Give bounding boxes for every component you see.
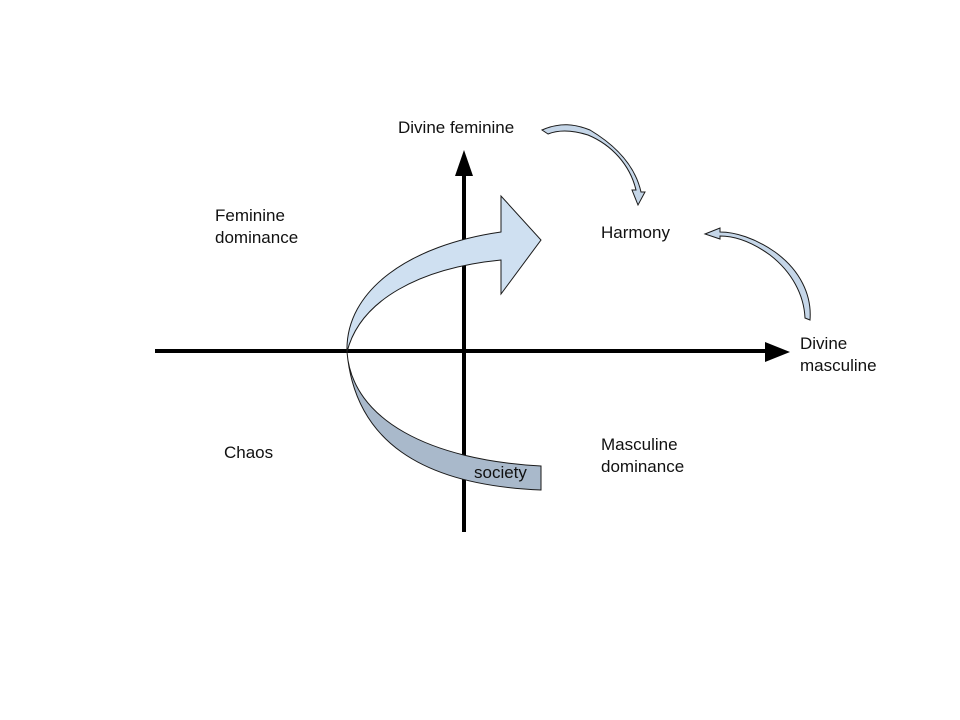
masculine-to-harmony-arrow: [703, 227, 811, 321]
divine-masculine-label: Divine masculine: [800, 334, 877, 375]
vertical-axis-arrowhead: [455, 150, 473, 176]
chaos-label: Chaos: [224, 443, 274, 462]
divine-feminine-label: Divine feminine: [398, 118, 515, 137]
society-label: society: [474, 463, 527, 482]
harmony-label: Harmony: [601, 223, 670, 242]
masculine-dominance-label: Masculine dominance: [601, 435, 685, 476]
horizontal-axis-arrowhead: [765, 342, 790, 362]
feminine-to-harmony-arrow: [540, 124, 646, 207]
feminine-dominance-label: Feminine dominance: [215, 206, 299, 247]
society-ribbon-lower: [346, 351, 542, 491]
society-ribbon-upper: [346, 194, 542, 353]
